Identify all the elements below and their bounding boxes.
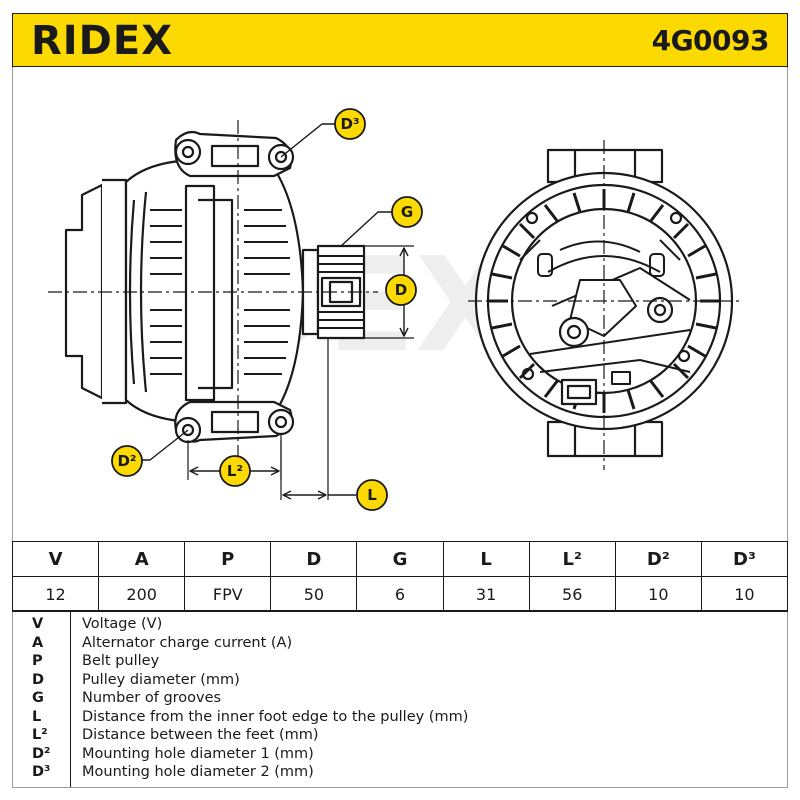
spec-header-d: D — [270, 541, 358, 577]
legend-row: D² Mounting hole diameter 1 (mm) — [12, 745, 788, 763]
legend-symbol: D³ — [32, 764, 51, 780]
spec-header-row: V A P D G L L² D² D³ — [11, 541, 789, 577]
label-d3: D³ — [334, 108, 366, 140]
spec-value-l2: 56 — [528, 576, 616, 612]
content-frame — [12, 67, 788, 788]
spec-value-l: 31 — [442, 576, 530, 612]
spec-value-d3: 10 — [700, 576, 789, 612]
svg-text:L²: L² — [227, 462, 243, 480]
svg-text:D: D — [395, 281, 407, 299]
spec-header-d3: D³ — [700, 541, 789, 577]
legend-description: Number of grooves — [82, 690, 222, 706]
legend-description: Distance from the inner foot edge to the… — [82, 708, 469, 725]
spec-header-d2: D² — [614, 541, 702, 577]
spec-value-d: 50 — [270, 576, 358, 612]
part-number: 4G0093 — [651, 24, 770, 57]
spec-table: V A P D G L L² D² D³ 12 200 FPV 50 6 31 … — [11, 541, 789, 612]
legend-symbol: G — [32, 690, 44, 706]
brand-name: RIDEX — [31, 20, 173, 60]
legend-divider — [70, 611, 71, 787]
legend-row: D Pulley diameter (mm) — [12, 671, 788, 689]
legend-row: L² Distance between the feet (mm) — [12, 726, 788, 744]
label-l: L — [356, 479, 388, 511]
svg-text:D²: D² — [117, 452, 136, 470]
ridex-logo: RIDEX — [31, 20, 173, 60]
spec-value-row: 12 200 FPV 50 6 31 56 10 10 — [11, 576, 789, 612]
legend-description: Voltage (V) — [82, 616, 163, 632]
spec-value-g: 6 — [356, 576, 444, 612]
label-d2: D² — [111, 445, 143, 477]
legend-row: V Voltage (V) — [12, 615, 788, 633]
label-g: G — [391, 196, 423, 228]
spec-header-l: L — [442, 541, 530, 577]
spec-header-g: G — [356, 541, 444, 577]
spec-value-d2: 10 — [614, 576, 702, 612]
legend-symbol: P — [32, 653, 43, 669]
label-l2: L² — [219, 455, 251, 487]
legend-symbol: L² — [32, 727, 48, 743]
legend-symbol: L — [32, 708, 42, 725]
legend-row: G Number of grooves — [12, 689, 788, 707]
legend-description: Pulley diameter (mm) — [82, 671, 240, 688]
legend-description: Mounting hole diameter 1 (mm) — [82, 745, 314, 762]
alternator-drawing: RIDEX — [48, 108, 740, 511]
spec-header-l2: L² — [528, 541, 616, 577]
legend-description: Belt pulley — [82, 653, 160, 669]
svg-text:D³: D³ — [340, 115, 359, 133]
legend-description: Distance between the feet (mm) — [82, 727, 319, 743]
legend-symbol: V — [32, 616, 44, 632]
legend-row: L Distance from the inner foot edge to t… — [12, 708, 788, 726]
legend-row: D³ Mounting hole diameter 2 (mm) — [12, 763, 788, 781]
legend-symbol: A — [32, 634, 44, 651]
legend-description: Alternator charge current (A) — [82, 634, 293, 651]
legend-row: P Belt pulley — [12, 652, 788, 670]
spec-value-p: FPV — [184, 576, 272, 612]
legend-symbol: D — [32, 671, 45, 688]
spec-header-a: A — [98, 541, 186, 577]
svg-text:G: G — [401, 203, 413, 221]
spec-value-v: 12 — [11, 576, 100, 612]
header-bar: RIDEX 4G0093 — [12, 13, 788, 67]
legend-row: A Alternator charge current (A) — [12, 634, 788, 652]
legend-description: Mounting hole diameter 2 (mm) — [82, 764, 314, 780]
spec-header-p: P — [184, 541, 272, 577]
legend: V Voltage (V) A Alternator charge curren… — [12, 610, 788, 789]
spec-value-a: 200 — [98, 576, 186, 612]
legend-symbol: D² — [32, 745, 51, 762]
svg-text:L: L — [367, 486, 377, 504]
spec-header-v: V — [11, 541, 100, 577]
label-d: D — [385, 274, 417, 306]
